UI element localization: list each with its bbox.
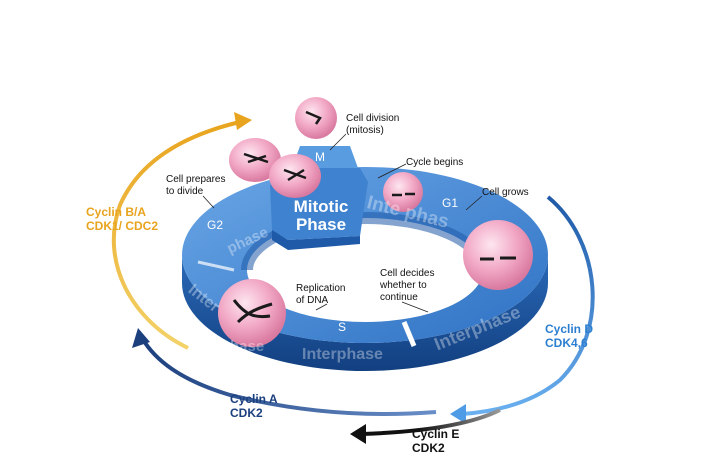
annotation-lines — [202, 133, 483, 313]
phase-label-g1: G1 — [442, 196, 459, 210]
interphase-watermark-bottom: Interphase — [302, 346, 383, 363]
g1-cell-large — [463, 220, 533, 290]
cyclin-a-arrow — [132, 328, 437, 416]
annotation-replication-line-1: Replication — [296, 283, 346, 294]
phase-label-g2: G2 — [207, 218, 224, 232]
annotation-cell-prepares-line-1: Cell prepares — [166, 174, 226, 185]
cyclin-a-cdk: CDK2 — [230, 406, 263, 420]
annotation-cell-grows: Cell grows — [482, 187, 529, 198]
mitotic-phase-line-1: Mitotic — [293, 197, 349, 216]
mitotic-phase-title: Mitotic Phase — [284, 198, 358, 234]
annotation-cell-prepares-line-2: to divide — [166, 186, 204, 197]
annotation-cycle-begins: Cycle begins — [406, 157, 464, 168]
annotation-cell-decides-line-3: continue — [380, 292, 418, 303]
cyclin-a-name: Cyclin A — [230, 392, 278, 406]
cyclin-d-cdk: CDK4,6 — [545, 336, 588, 350]
cyclin-d-name: Cyclin D — [545, 322, 594, 336]
s-phase-cell — [218, 279, 286, 347]
cyclin-d-arrow — [450, 195, 595, 424]
cyclin-e-label: Cyclin E CDK2 — [412, 427, 459, 455]
g1-cell-small — [383, 172, 423, 212]
annotation-cell-division-line-2: (mitosis) — [346, 125, 384, 136]
mitosis-cell-top — [295, 97, 337, 139]
annotation-replication-line-2: of DNA — [296, 295, 329, 306]
dividing-cell — [229, 138, 321, 198]
annotation-cell-division-line-1: Cell division — [346, 113, 400, 124]
cyclin-ba-label: Cyclin B/A CDK1/ CDC2 — [86, 205, 158, 233]
annotation-cell-decides-line-2: whether to — [380, 280, 427, 291]
phase-label-s: S — [338, 320, 347, 334]
phase-label-m: M — [315, 150, 325, 164]
annotation-replication: Replication of DNA — [296, 283, 345, 307]
mitotic-phase-line-2: Phase — [295, 215, 347, 234]
cyclin-ba-cdk: CDK1/ CDC2 — [86, 219, 159, 233]
cyclin-d-label: Cyclin D CDK4,6 — [545, 322, 593, 350]
cyclin-e-arrow — [350, 408, 501, 444]
annotation-cell-decides-line-1: Cell decides — [380, 268, 435, 279]
cyclin-e-name: Cyclin E — [412, 427, 460, 441]
interphase-watermark-left-2: hase — [230, 338, 265, 355]
annotation-cell-division: Cell division (mitosis) — [346, 113, 399, 137]
cyclin-ba-name: Cyclin B/A — [86, 205, 147, 219]
annotation-cell-decides: Cell decides whether to continue — [380, 268, 434, 304]
cyclin-a-label: Cyclin A CDK2 — [230, 392, 278, 420]
cyclin-ba-arrow — [111, 112, 252, 350]
cyclin-e-cdk: CDK2 — [412, 441, 445, 455]
annotation-cell-prepares: Cell prepares to divide — [166, 174, 225, 198]
